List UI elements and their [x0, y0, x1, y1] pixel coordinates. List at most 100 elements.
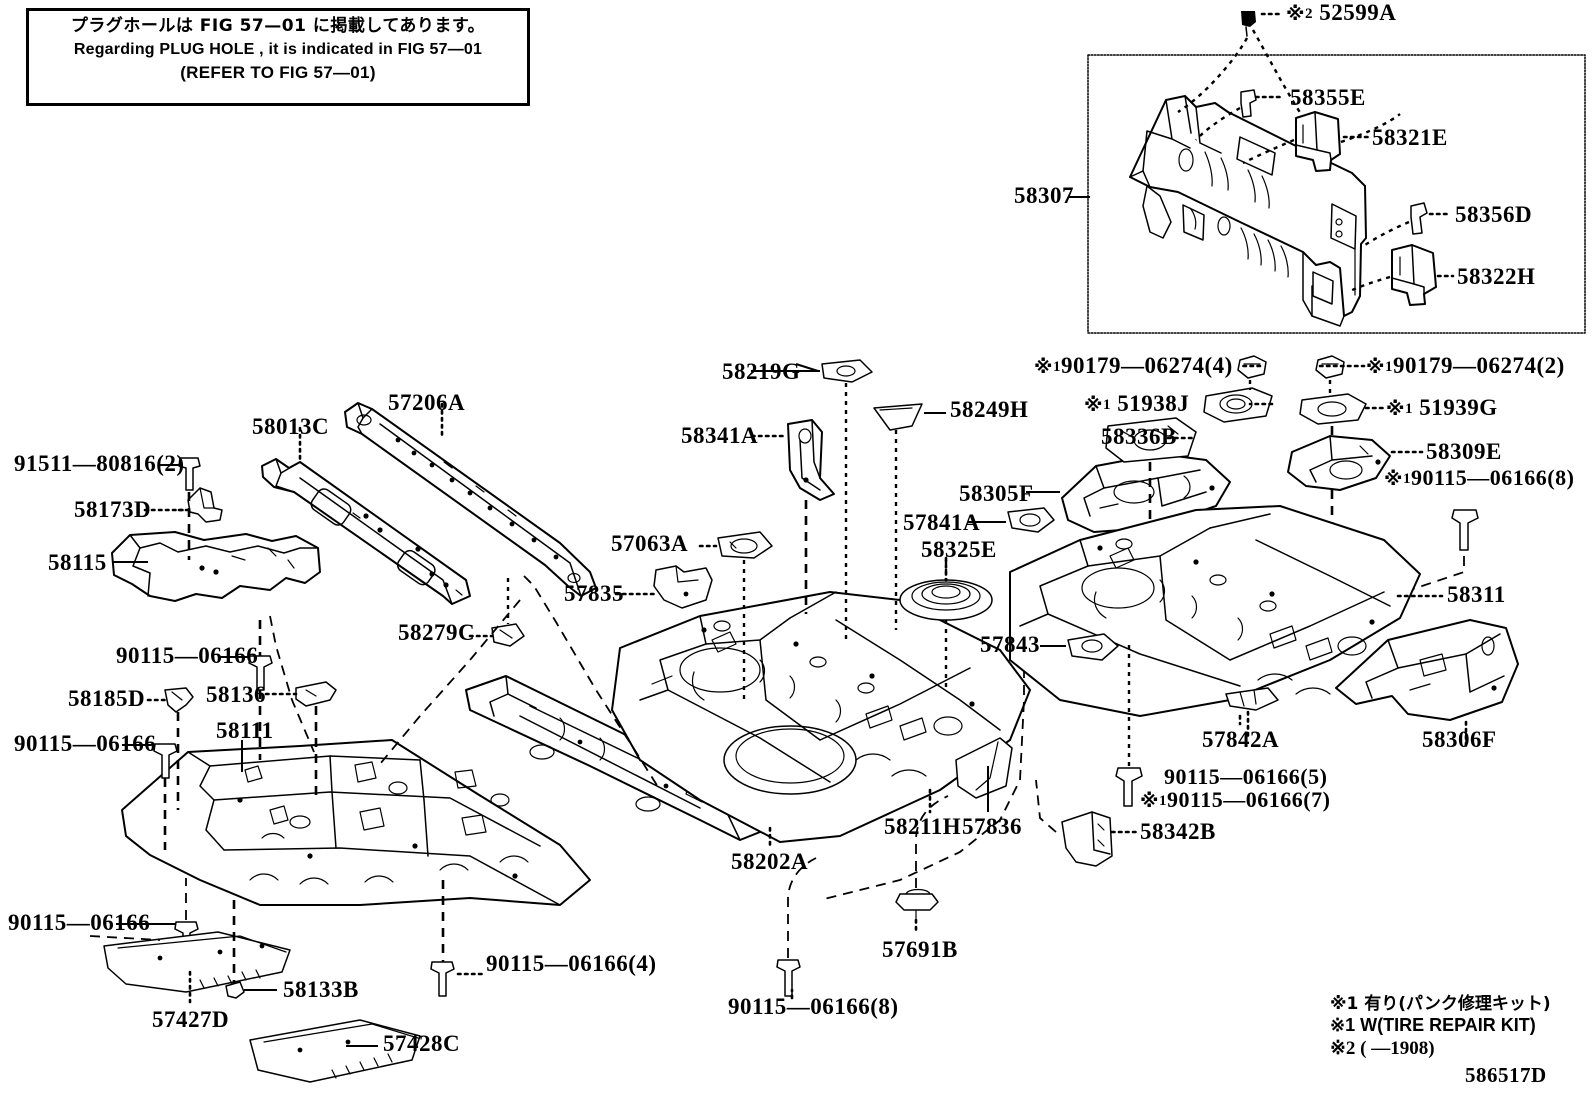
label-57836[interactable]: 57836: [962, 814, 1022, 839]
label-58321E[interactable]: 58321E: [1372, 125, 1448, 150]
label-58356D[interactable]: 58356D: [1455, 202, 1533, 227]
label-52599A[interactable]: ※2 ※2 52599A52599A: [1286, 0, 1397, 25]
label-58307[interactable]: 58307: [1014, 183, 1074, 208]
part-58336B-art: [1105, 417, 1197, 463]
figure-code: 586517D: [1465, 1063, 1547, 1087]
part-58342B-art: [1061, 811, 1113, 867]
plug-hole-note-box: プラグホールは FIG 57—01 に掲載してあります。 Regarding P…: [26, 8, 530, 106]
part-58309E-art: [1287, 435, 1391, 491]
bolt-90115-06166-a: [248, 655, 273, 691]
footnote-star2: ※2 ( —1908): [1330, 1037, 1435, 1059]
star-mark-1: ※: [1140, 790, 1159, 812]
bolt-90115-06166-b: [153, 743, 178, 779]
star-mark-1: ※: [1386, 398, 1405, 420]
label-90115-06166-5[interactable]: 90115—06166(5): [1164, 764, 1328, 789]
label-58136[interactable]: 58136: [206, 682, 266, 707]
label-57206A[interactable]: 57206A: [388, 390, 466, 415]
label-58341A[interactable]: 58341A: [681, 423, 759, 448]
part-58311-art: [1009, 505, 1421, 717]
label-58355E[interactable]: 58355E: [1290, 85, 1366, 110]
part-57836-art: [955, 737, 1013, 799]
label-58185D[interactable]: 58185D: [68, 686, 146, 711]
part-58111-art: [121, 739, 591, 906]
footnote-star1-jp: ※1 有り(パンク修理キット): [1330, 994, 1551, 1014]
part-91511-80816-art: [178, 457, 201, 491]
part-58185D-art: [164, 687, 194, 713]
label-58133B[interactable]: 58133B: [283, 977, 359, 1002]
part-58279C-art: [491, 623, 525, 647]
label-58211H[interactable]: 58211H: [884, 814, 962, 839]
label-51938J[interactable]: ※1 51938J: [1084, 391, 1190, 416]
part-57206A-art: [344, 402, 597, 597]
note-japanese: プラグホールは FIG 57—01 に掲載してあります。: [70, 16, 486, 36]
part-57691B-art: [895, 888, 939, 921]
label-58279C[interactable]: 58279C: [398, 620, 476, 645]
label-51939G[interactable]: ※1 51939G: [1386, 395, 1498, 420]
part-57428C-art: [249, 1019, 421, 1083]
label-57841A[interactable]: 57841A: [903, 510, 981, 535]
label-58249H[interactable]: 58249H: [950, 397, 1029, 422]
part-58219G-art: [821, 359, 873, 383]
footnote-star1-en: ※1 W(TIRE REPAIR KIT): [1330, 1014, 1536, 1035]
label-90115-06166-8-starred[interactable]: ※190115—06166(8): [1384, 465, 1575, 490]
label-58111[interactable]: 58111: [216, 718, 274, 743]
label-90115-06166-b[interactable]: 90115—06166: [14, 731, 157, 756]
part-51939G-art: [1299, 393, 1367, 425]
part-58013C-art: [261, 458, 471, 605]
label-58325E[interactable]: 58325E: [921, 537, 997, 562]
part-58356D-art: [1410, 202, 1428, 235]
label-57063A[interactable]: 57063A: [611, 531, 689, 556]
label-58115[interactable]: 58115: [48, 550, 107, 575]
part-52599A-art: [1241, 11, 1256, 37]
label-90179-06274-4[interactable]: ※190179—06274(4): [1034, 353, 1233, 378]
part-51938J-art: [1203, 387, 1273, 423]
star-mark-1: ※: [1084, 394, 1103, 416]
label-58013C[interactable]: 58013C: [252, 414, 330, 439]
label-57427D[interactable]: 57427D: [152, 1007, 230, 1032]
part-58325E-art: [899, 579, 993, 621]
part-57843-art: [1067, 633, 1119, 661]
star-mark-1: ※: [1034, 356, 1053, 378]
label-90115-06166-7[interactable]: ※190115—06166(7): [1140, 787, 1331, 812]
label-90179-06274-2[interactable]: ※190179—06274(2): [1366, 353, 1565, 378]
note-refer: (REFER TO FIG 57—01): [180, 63, 376, 83]
label-57691B[interactable]: 57691B: [882, 937, 958, 962]
bolt-90115-06166-5: [1115, 767, 1143, 807]
star-mark-1: ※: [1366, 356, 1385, 378]
part-58211H-art: [611, 591, 1031, 843]
label-57835[interactable]: 57835: [564, 581, 624, 606]
nut-90179-06274-4: [1237, 355, 1267, 379]
nut-90179-06274-2: [1315, 355, 1345, 379]
label-58309E[interactable]: 58309E: [1426, 439, 1502, 464]
note-english: Regarding PLUG HOLE , it is indicated in…: [73, 40, 483, 58]
label-58173D[interactable]: 58173D: [74, 497, 152, 522]
part-58341A-art: [787, 419, 835, 501]
label-57842A[interactable]: 57842A: [1202, 727, 1280, 752]
star-mark-1: ※: [1384, 468, 1403, 490]
part-58136-art: [295, 681, 337, 707]
part-58307-art: [1129, 95, 1367, 327]
label-58219G[interactable]: 58219G: [722, 359, 801, 384]
part-58321E-art: [1295, 111, 1341, 172]
label-58322H[interactable]: 58322H: [1457, 264, 1536, 289]
label-91511-80816[interactable]: 91511—80816(2): [14, 451, 185, 476]
label-90115-06166-c[interactable]: 90115—06166: [8, 910, 151, 935]
label-57428C[interactable]: 57428C: [383, 1031, 461, 1056]
label-58306F[interactable]: 58306F: [1422, 727, 1497, 752]
label-90115-06166-8[interactable]: 90115—06166(8): [728, 994, 899, 1019]
label-58305F[interactable]: 58305F: [959, 481, 1034, 506]
label-58342B[interactable]: 58342B: [1140, 819, 1216, 844]
label-58336B[interactable]: 58336B: [1101, 424, 1177, 449]
part-58133B-art: [225, 981, 245, 999]
label-58311[interactable]: 58311: [1447, 582, 1506, 607]
part-58173D-art: [187, 487, 223, 523]
bolt-90115-06166-8-right: [1451, 509, 1479, 551]
label-57843[interactable]: 57843: [980, 632, 1040, 657]
part-58249H-art: [873, 403, 923, 431]
label-58202A[interactable]: 58202A: [731, 849, 809, 874]
label-90115-06166-a[interactable]: 90115—06166: [116, 643, 259, 668]
part-57842A-art: [1225, 687, 1279, 711]
part-58115-art: [111, 531, 321, 602]
label-90115-06166-4[interactable]: 90115—06166(4): [486, 951, 657, 976]
